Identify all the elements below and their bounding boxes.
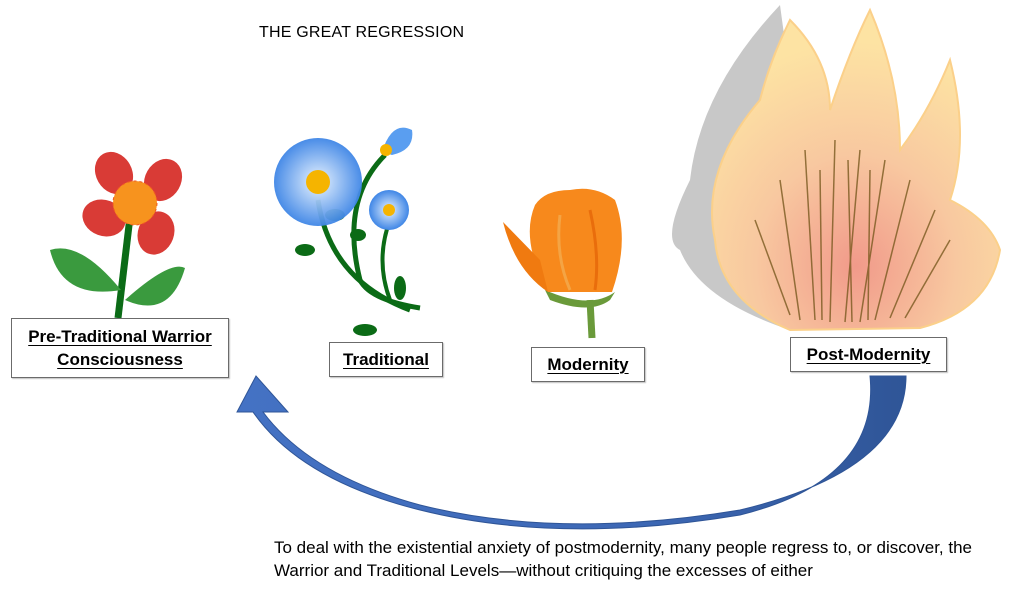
caption-text: To deal with the existential anxiety of …	[274, 538, 972, 580]
diagram-title: THE GREAT REGRESSION	[259, 24, 465, 41]
stage-label-modernity: Modernity	[531, 347, 645, 382]
blue-daisies-icon	[274, 127, 421, 336]
stage-label-traditional: Traditional	[329, 342, 443, 377]
burning-grass-icon	[672, 5, 1002, 332]
orange-bud-icon	[503, 188, 622, 339]
stage-label-post-modernity: Post-Modernity	[790, 337, 947, 372]
regression-arrow	[236, 375, 907, 530]
stage-label-pre-traditional: Pre-Traditional Warrior Consciousness	[11, 318, 229, 378]
red-flower-icon	[50, 151, 185, 319]
